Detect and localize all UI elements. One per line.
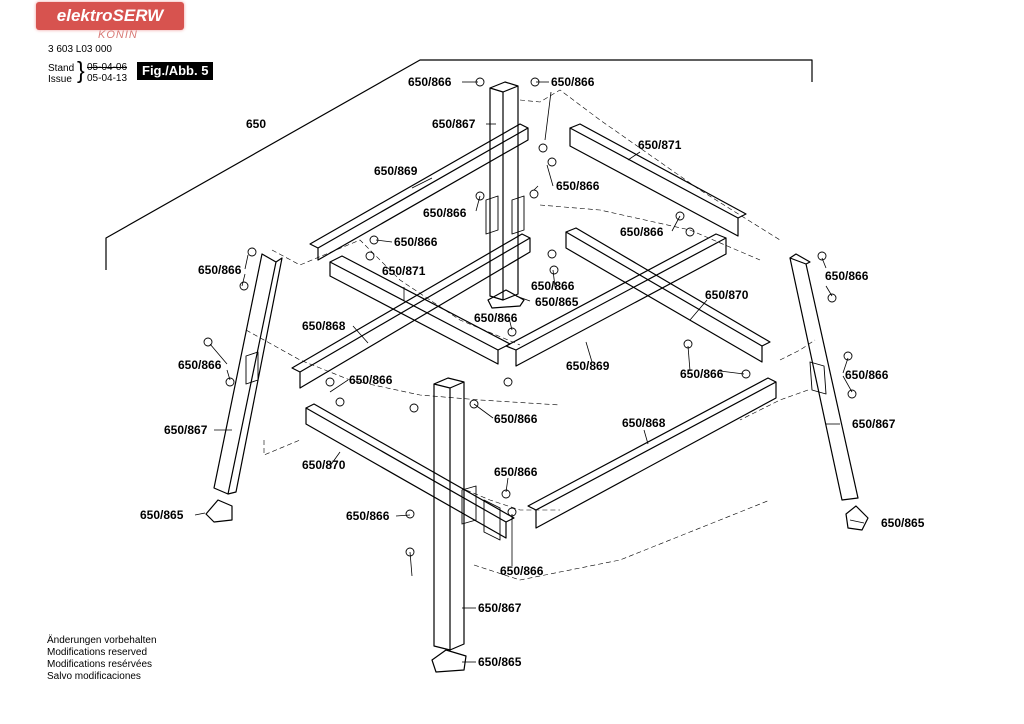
left-leg (213, 253, 283, 495)
callout-650-866: 650/866 (474, 311, 518, 325)
callout-650-866: 650/866 (346, 509, 390, 523)
figure-label: Fig./Abb. 5 (137, 62, 214, 80)
callout-650-870: 650/870 (302, 458, 346, 472)
right-leg (789, 253, 859, 501)
rail-871-lower (329, 255, 511, 365)
note-line: Salvo modificaciones (47, 671, 141, 682)
callout-650-867: 650/867 (164, 423, 208, 437)
callout-650-866: 650/866 (845, 368, 889, 382)
stand-date: 05-04-06 (87, 62, 128, 73)
construction-lines (245, 89, 816, 581)
callout-650-866: 650/866 (551, 75, 595, 89)
callout-650-866: 650/866 (423, 206, 467, 220)
callout-650-866: 650/866 (408, 75, 452, 89)
note-line: Modifications resérvées (47, 659, 153, 670)
callout-650-866: 650/866 (556, 179, 600, 193)
callout-650-871: 650/871 (382, 264, 426, 278)
callout-650-866: 650/866 (825, 269, 869, 283)
rail-870-left (305, 403, 515, 539)
callout-650: 650 (246, 117, 267, 131)
front-leg (433, 377, 465, 651)
foot-cap-left (205, 499, 233, 523)
callout-650-870: 650/870 (705, 288, 749, 302)
document-number: 3 603 L03 000 (48, 44, 112, 55)
callout-650-865: 650/865 (881, 516, 925, 530)
callout-650-867: 650/867 (478, 601, 522, 615)
callout-650-866: 650/866 (394, 235, 438, 249)
rail-868-right (527, 377, 777, 529)
callout-650-866: 650/866 (500, 564, 544, 578)
mounting-plates (245, 195, 827, 541)
callout-650-866: 650/866 (178, 358, 222, 372)
callout-650-867: 650/867 (432, 117, 476, 131)
callout-650-865: 650/865 (535, 295, 579, 309)
fasteners (203, 77, 857, 557)
rail-871-upper (569, 123, 747, 237)
callout-650-866: 650/866 (349, 373, 393, 387)
callout-650-867: 650/867 (852, 417, 896, 431)
revision-labels: Stand Issue (48, 63, 74, 85)
rail-868-left (291, 233, 531, 389)
note-line: Änderungen vorbehalten (47, 635, 157, 646)
rail-869-upper (309, 123, 529, 261)
callout-650-865: 650/865 (140, 508, 184, 522)
assembly-bracket (105, 59, 813, 270)
callout-650-866: 650/866 (680, 367, 724, 381)
foot-caps (205, 289, 869, 673)
callout-650-871: 650/871 (638, 138, 682, 152)
callout-650-866: 650/866 (620, 225, 664, 239)
callout-650-868: 650/868 (302, 319, 346, 333)
callout-650-866: 650/866 (198, 263, 242, 277)
revision-brace: } (77, 57, 85, 83)
watermark-logo-subtitle: KONIN (98, 29, 138, 41)
modification-notes: Änderungen vorbehalten Modifications res… (47, 635, 157, 683)
callout-650-866: 650/866 (494, 465, 538, 479)
rail-870-right (565, 227, 771, 363)
callout-650-869: 650/869 (374, 164, 418, 178)
issue-label: Issue (48, 74, 72, 85)
note-line: Modifications reserved (47, 647, 148, 658)
foot-cap-rear (487, 289, 525, 309)
callout-650-866: 650/866 (531, 279, 575, 293)
issue-date: 05-04-13 (87, 73, 128, 84)
foot-cap-front (431, 649, 467, 673)
rear-leg (489, 81, 519, 301)
watermark-logo: elektroSERW (36, 2, 184, 30)
callout-650-868: 650/868 (622, 416, 666, 430)
callout-650-869: 650/869 (566, 359, 610, 373)
revision-dates: 05-04-06 05-04-13 (87, 62, 127, 84)
foot-cap-right (845, 505, 869, 531)
stand-label: Stand (48, 63, 75, 74)
callout-650-865: 650/865 (478, 655, 522, 669)
callout-650-866: 650/866 (494, 412, 538, 426)
